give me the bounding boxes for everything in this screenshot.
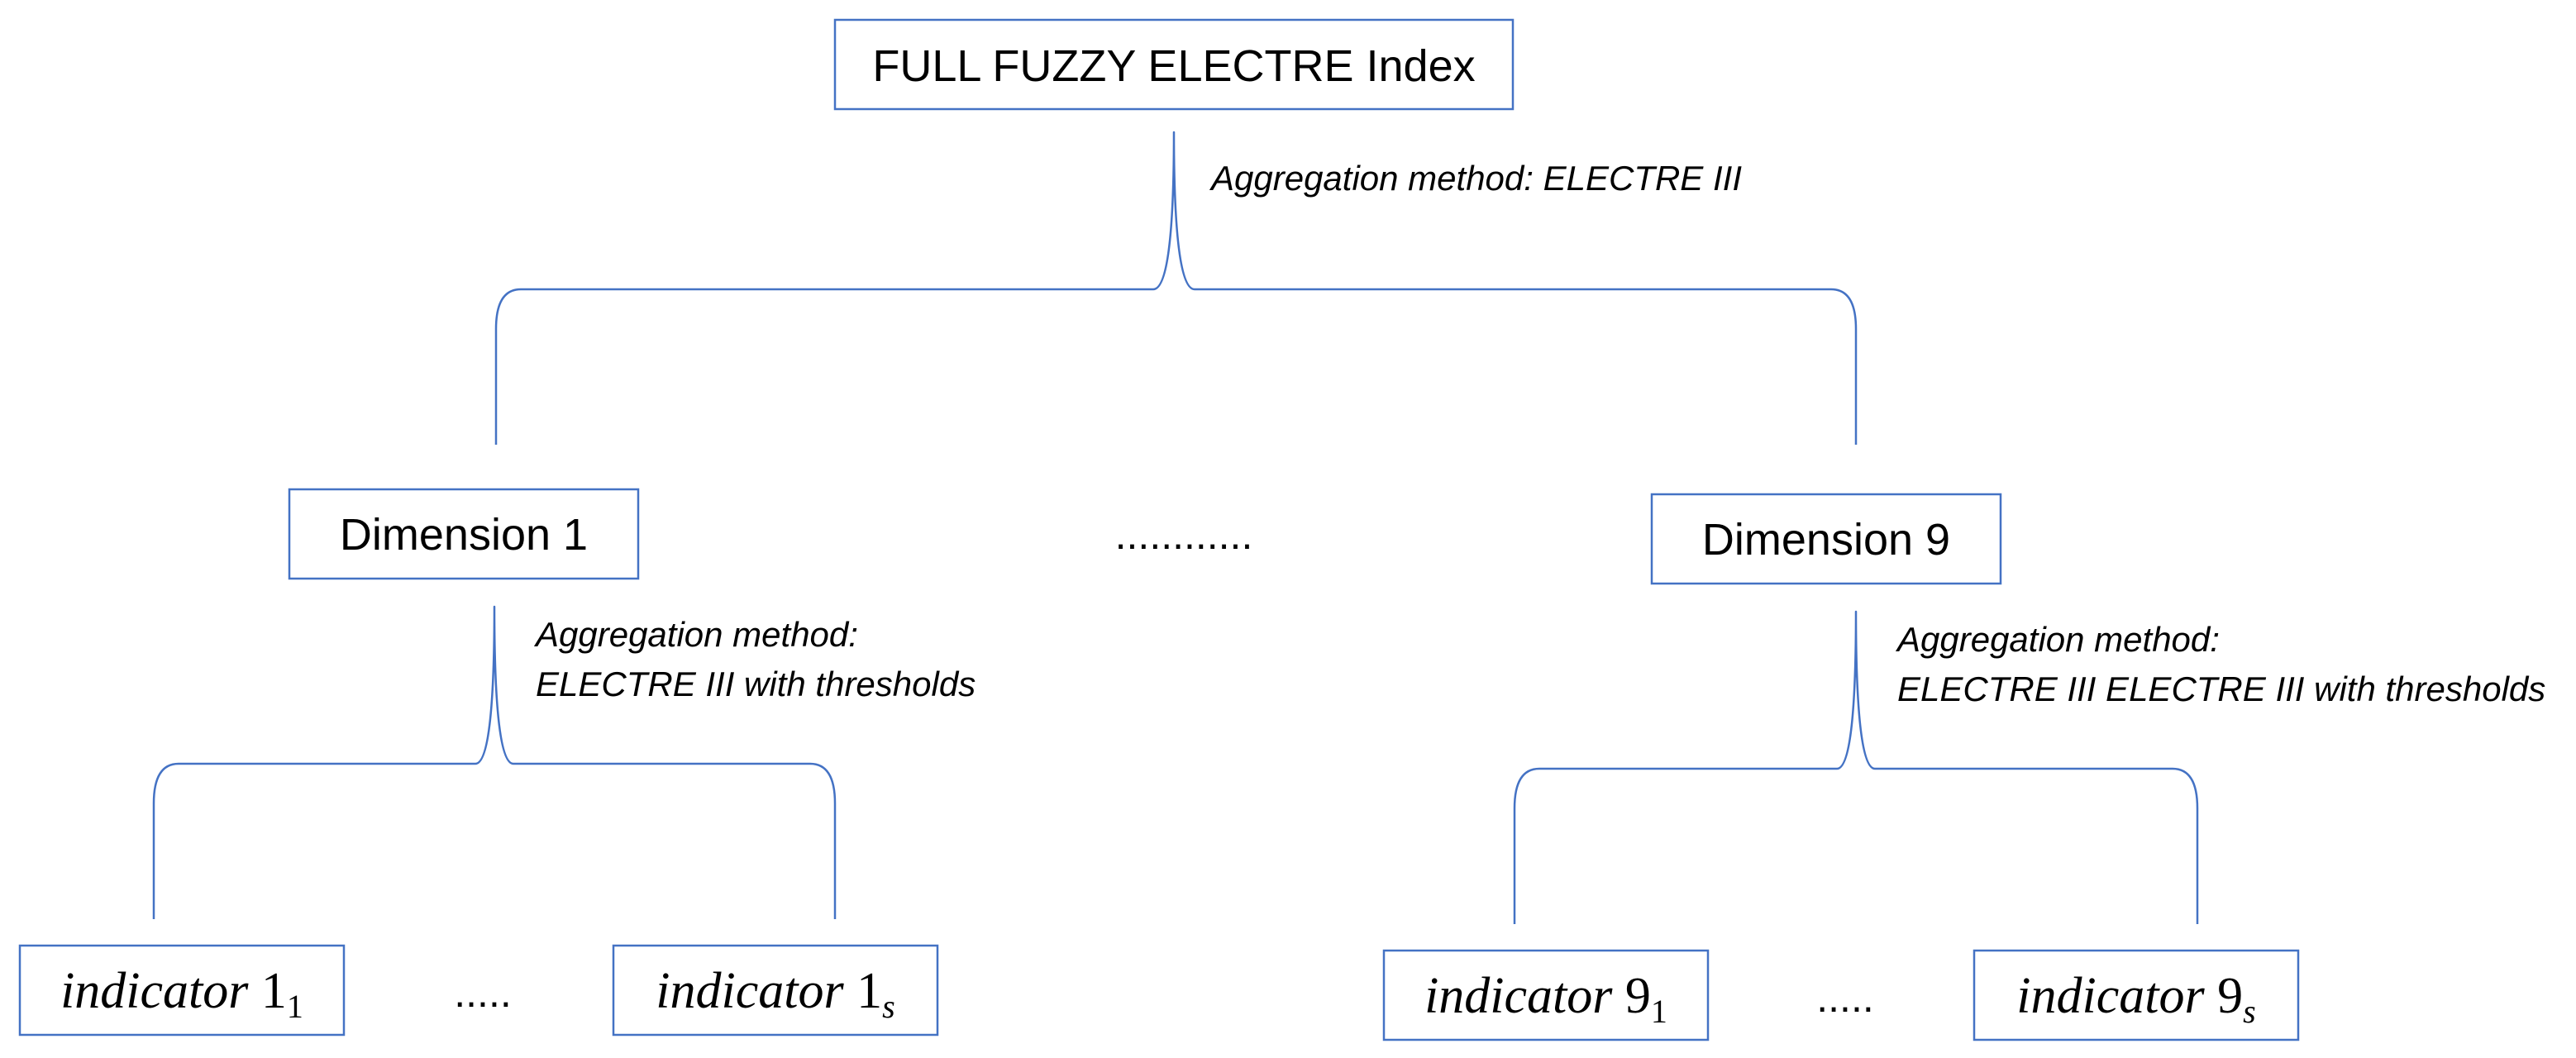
dimension-9-aggregation-method-line1: Aggregation method:: [1895, 620, 2220, 659]
dimension-1-label: Dimension 1: [340, 510, 588, 560]
dimension-9-brace: [1513, 610, 2199, 924]
dimension-1-aggregation-method-line1: Aggregation method:: [533, 615, 858, 654]
indicator-1-1-label: indicator 11: [60, 963, 303, 1025]
indicator-1-s-node: indicator 1s: [612, 944, 939, 1037]
dimensions-ellipsis: ............: [1115, 512, 1253, 558]
dimension-9-aggregation-method-line2: ELECTRE III ELECTRE III with thresholds: [1897, 670, 2545, 708]
indicator-9-s-box: [1973, 949, 2300, 1041]
indicator-9-1-box: [1382, 949, 1710, 1041]
dimension-1-aggregation-method-line2: ELECTRE III with thresholds: [536, 665, 976, 703]
dimension-1-brace: [152, 605, 837, 919]
dimension-9-node: Dimension 9: [1650, 493, 2002, 585]
indicator-9-1-label: indicator 91: [1424, 968, 1667, 1030]
root-brace: [494, 131, 1858, 445]
root-node-box: [833, 18, 1515, 111]
dimension-1-box: [288, 488, 640, 580]
indicator-9-1-node: indicator 91: [1382, 949, 1710, 1041]
dimension-9-label: Dimension 9: [1702, 515, 1950, 565]
dimension-9-indicators-ellipsis: .....: [1816, 975, 1873, 1021]
indicator-9-s-label: indicator 9s: [2016, 968, 2255, 1030]
dimension-1-node: Dimension 1: [288, 488, 640, 580]
root-node: FULL FUZZY ELECTRE Index: [833, 18, 1515, 111]
root-node-label: FULL FUZZY ELECTRE Index: [872, 41, 1475, 91]
root-aggregation-method: Aggregation method: ELECTRE III: [1209, 159, 1742, 198]
dimension-9-box: [1650, 493, 2002, 585]
indicator-1-s-box: [612, 944, 939, 1037]
indicator-1-1-box: [18, 944, 346, 1037]
indicator-9-s-node: indicator 9s: [1973, 949, 2300, 1041]
indicator-1-s-label: indicator 1s: [656, 963, 894, 1025]
dimension-1-indicators-ellipsis: .....: [454, 970, 511, 1016]
indicator-1-1-node: indicator 11: [18, 944, 346, 1037]
